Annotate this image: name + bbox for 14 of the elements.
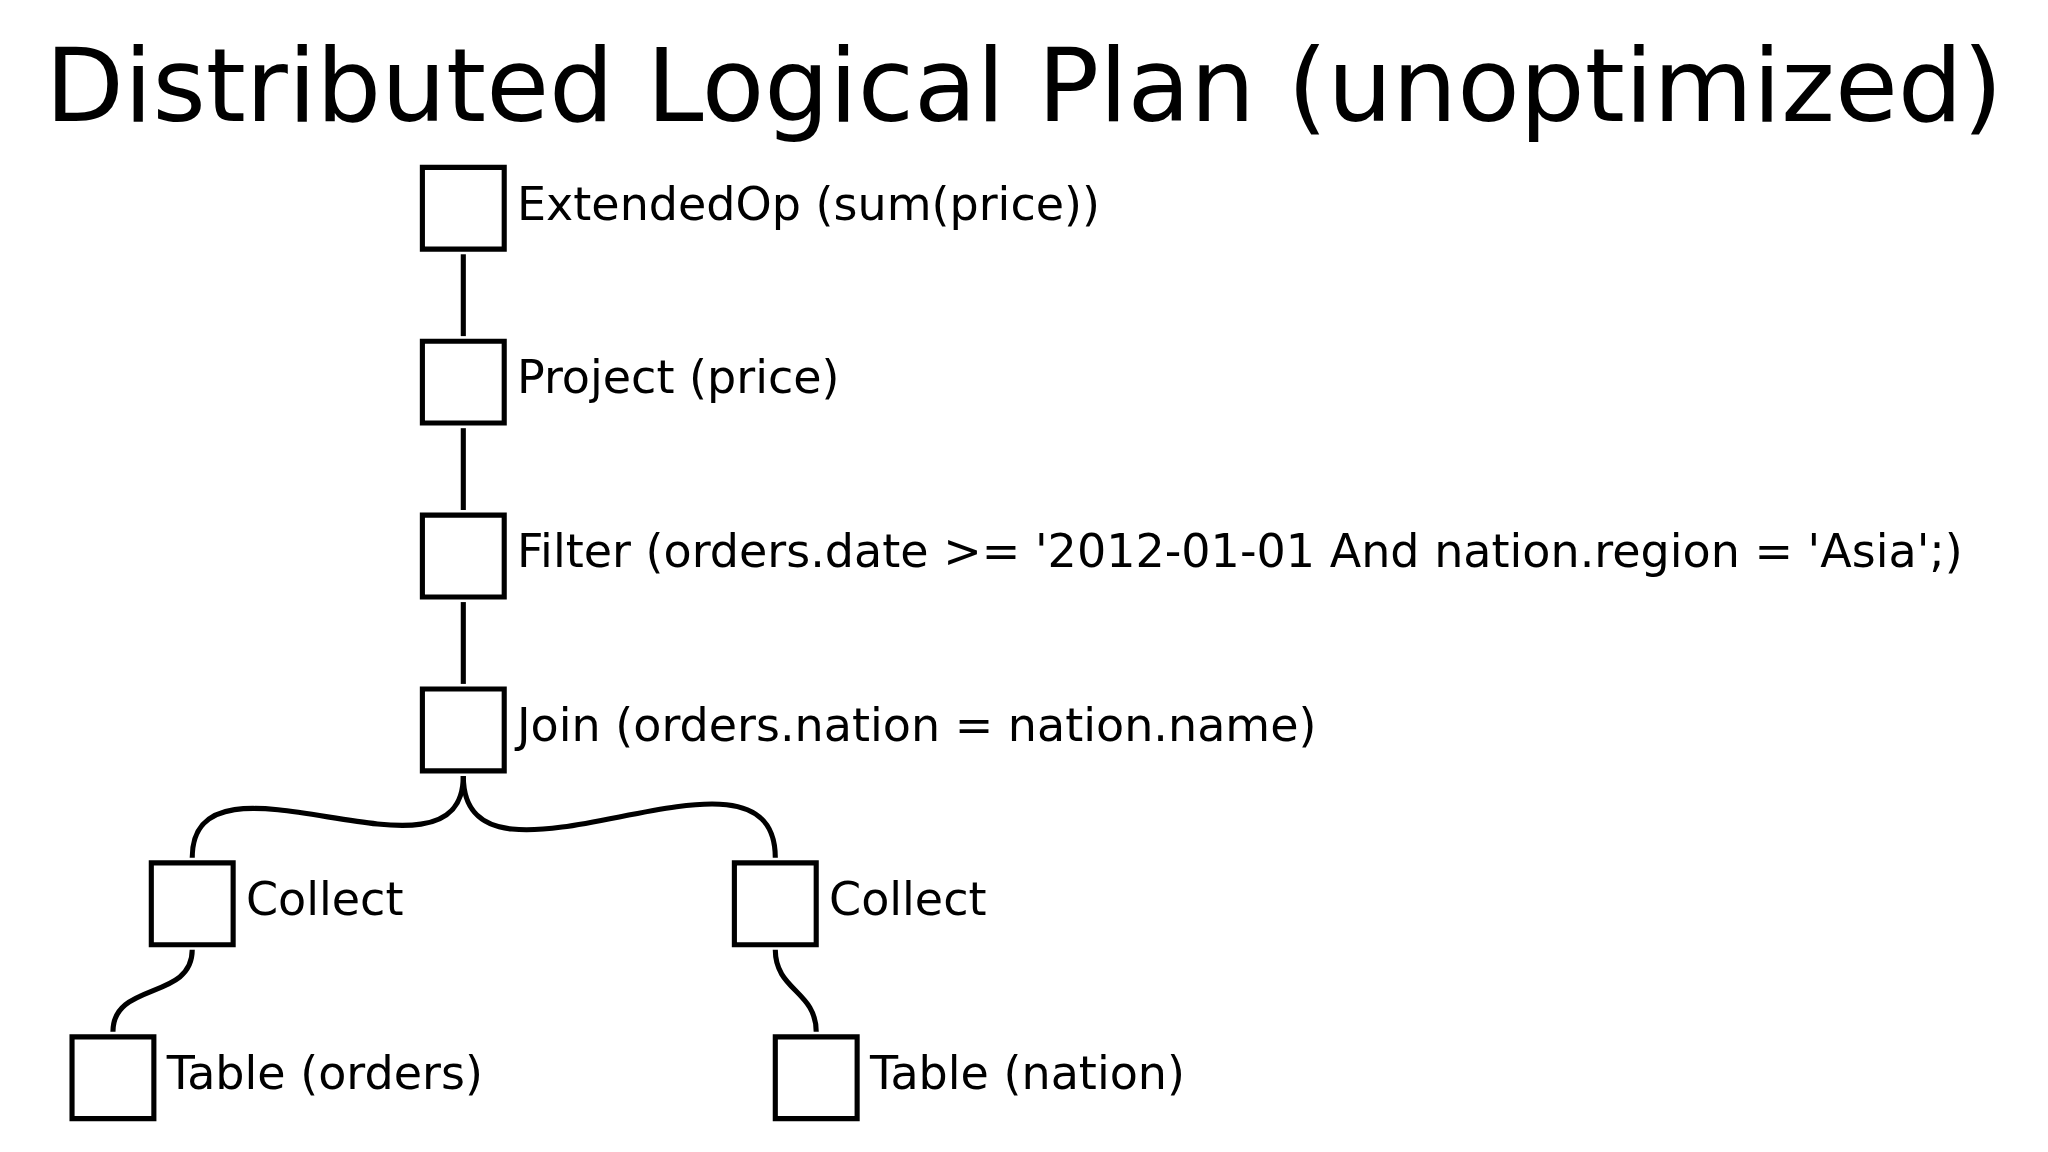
connector bbox=[772, 949, 819, 1032]
connector bbox=[460, 253, 466, 336]
node-label: Collect bbox=[829, 871, 987, 926]
node-label: Collect bbox=[245, 871, 404, 926]
diagram-title: Distributed Logical Plan (unoptimized) bbox=[45, 25, 2003, 145]
node-label: Filter (orders.date >= '2012-01-01 And nation.region = 'Asia';) bbox=[517, 523, 1963, 578]
connector bbox=[460, 601, 466, 684]
connector bbox=[460, 774, 778, 858]
node-label: Table (nation) bbox=[869, 1045, 1185, 1100]
connector bbox=[110, 949, 195, 1032]
connector bbox=[460, 427, 466, 510]
node-label: ExtendedOp (sum(price)) bbox=[517, 176, 1100, 230]
node-label: Project (price) bbox=[517, 349, 840, 404]
node-label: Table (orders) bbox=[166, 1045, 483, 1100]
